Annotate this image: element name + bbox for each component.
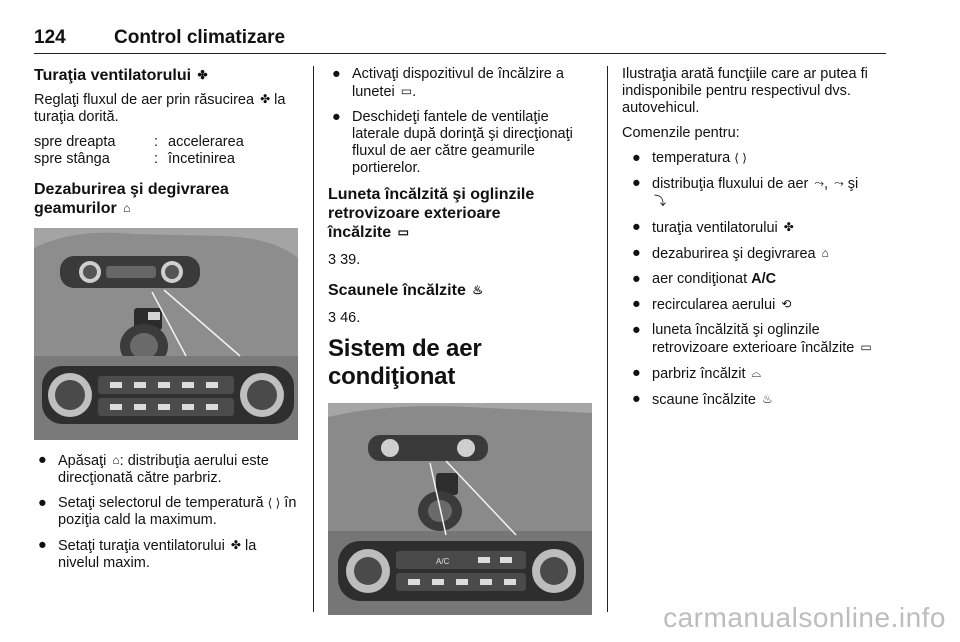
temperature-icon: ⟨ ⟩ [734, 151, 747, 165]
arrow-icon: 3 [328, 310, 337, 326]
table-row: spre stânga:încetinirea [34, 151, 235, 167]
table-row: spre dreapta:accelerarea [34, 134, 244, 150]
fan-icon: ✤ [260, 92, 271, 106]
climate-panel-photo [34, 228, 298, 440]
list-item: ●luneta încălzită şi oglinzile retrovizo… [632, 322, 872, 356]
column-2: ●Activaţi dispozitivul de încălzire a lu… [328, 66, 592, 615]
ac-dashboard-illustration: A/C [328, 403, 592, 615]
rotation-table: spre dreapta:accelerarea spre stânga:înc… [34, 134, 298, 168]
list-item: ●dezaburirea şi degivrarea ⌂ [632, 245, 829, 262]
front-defrost-icon: ⌂ [112, 453, 120, 467]
ac-panel-photo: A/C [328, 403, 592, 615]
list-item: ●Apăsaţi ⌂: distribuţia aerului este dir… [38, 452, 269, 486]
heated-seats-heading: Scaunele încălzite ♨ [328, 282, 484, 299]
seat-heat-icon: ♨ [472, 283, 484, 297]
list-item: ●turaţia ventilatorului ✤ [632, 219, 794, 236]
ac-section-title: Sistem de aer condiţionat [328, 335, 482, 390]
illustration-note: Ilustraţia arată funcţiile care ar putea… [622, 66, 868, 116]
page-header: 124 Control climatizare [34, 26, 886, 54]
list-item: ●Setaţi turaţia ventilatorului ✤ la nive… [38, 537, 257, 571]
controls-list: ●temperatura ⟨ ⟩ ●distribuţia fluxului d… [622, 150, 890, 409]
page-number: 124 [34, 27, 66, 48]
list-item: ●temperatura ⟨ ⟩ [632, 150, 747, 166]
ac-label: A/C [751, 271, 777, 287]
airflow-feet-icon: ⤵ [654, 194, 667, 208]
reference-seats[interactable]: 3 46. [328, 310, 361, 326]
rear-defrost-icon: ▭ [400, 84, 413, 98]
defrost-steps-continued: ●Activaţi dispozitivul de încălzire a lu… [328, 66, 592, 177]
dashboard-illustration [34, 228, 298, 440]
front-defrost-icon: ⌂ [123, 201, 131, 215]
list-item: ●parbriz încălzit ⌓ [632, 365, 762, 382]
rear-defrost-icon: ▭ [397, 225, 409, 239]
watermark: carmanualsonline.info [663, 602, 946, 633]
defrost-steps: ●Apăsaţi ⌂: distribuţia aerului este dir… [34, 452, 298, 572]
fan-icon: ✤ [783, 220, 794, 234]
list-item: ●Activaţi dispozitivul de încălzire a lu… [332, 66, 564, 100]
list-item: ●distribuţia fluxului de aer ⤳, ⤳ şi⤵ [632, 175, 859, 208]
airflow-windscreen-icon: ⤳ [814, 176, 825, 190]
list-item: ●Deschideţi fantele de ventilaţie latera… [332, 109, 573, 176]
front-defrost-icon: ⌂ [821, 246, 829, 260]
list-item: ●Setaţi selectorul de temperatură ⟨ ⟩ în… [38, 495, 297, 528]
rear-defrost-icon: ▭ [860, 340, 872, 354]
heated-windscreen-icon: ⌓ [751, 366, 762, 380]
fan-icon: ✤ [230, 538, 241, 552]
airflow-face-icon: ⤳ [834, 176, 844, 190]
column-divider [313, 66, 314, 612]
fan-speed-heading: Turaţia ventilatorului ✤ [34, 67, 208, 84]
column-divider [607, 66, 608, 612]
ac-button-label: A/C [436, 557, 450, 566]
reference-rear[interactable]: 3 39. [328, 252, 361, 268]
column-1: Turaţia ventilatorului ✤ Reglaţi fluxul … [34, 66, 298, 580]
column-3: Ilustraţia arată funcţiile care ar putea… [622, 66, 890, 417]
arrow-icon: 3 [328, 252, 337, 268]
temperature-icon: ⟨ ⟩ [267, 496, 281, 510]
controls-label: Comenzile pentru: [622, 125, 740, 141]
chapter-title: Control climatizare [114, 27, 286, 48]
list-item: ●recircularea aerului ⟲ [632, 296, 792, 313]
seat-heat-icon: ♨ [762, 392, 773, 406]
list-item: ●scaune încălzite ♨ [632, 391, 773, 408]
fan-icon: ✤ [197, 68, 208, 82]
fan-speed-text: Reglaţi fluxul de aer prin răsucirea ✤ l… [34, 92, 286, 125]
recirculation-icon: ⟲ [781, 297, 792, 311]
list-item: ●aer condiţionat A/C [632, 271, 777, 287]
